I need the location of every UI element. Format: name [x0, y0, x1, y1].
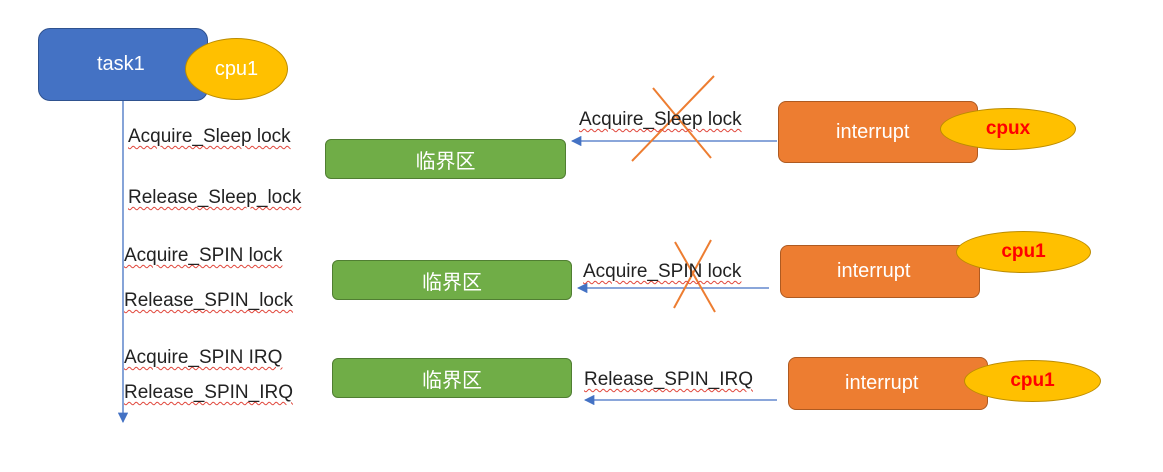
row-1-cpu-label: cpux — [985, 118, 1031, 139]
row-3-release-label: Release_SPIN_IRQ — [124, 382, 293, 403]
row-1-acquire-label: Acquire_Sleep lock — [128, 126, 291, 147]
row-3-arrow-label: Release_SPIN_IRQ — [584, 369, 753, 390]
row-2-acquire-label: Acquire_SPIN lock — [124, 245, 283, 266]
row-3-cpu-ellipse: cpu1 — [964, 360, 1101, 402]
row-3-acquire-label: Acquire_SPIN IRQ — [124, 347, 283, 368]
task-cpu-ellipse: cpu1 — [185, 38, 288, 100]
row-1-cpu-ellipse: cpux — [940, 108, 1076, 150]
row-2-critical-label: 临界区 — [422, 269, 482, 294]
task-label: task1 — [97, 53, 145, 75]
row-3-interrupt-label: interrupt — [845, 372, 919, 394]
row-1-critical-section: 临界区 — [325, 139, 566, 179]
row-2-cpu-ellipse: cpu1 — [956, 231, 1091, 273]
row-2-arrow-label: Acquire_SPIN lock — [583, 261, 742, 282]
task-box: task1 — [38, 28, 208, 101]
row-1-arrow-label: Acquire_Sleep lock — [579, 109, 742, 130]
row-2-critical-section: 临界区 — [332, 260, 572, 300]
row-1-interrupt-box: interrupt — [778, 101, 978, 163]
row-2-interrupt-box: interrupt — [780, 245, 980, 298]
row-1-critical-label: 临界区 — [415, 148, 476, 173]
row-1-block-cross — [631, 75, 715, 162]
row-3-interrupt-box: interrupt — [788, 357, 988, 410]
task-cpu-label: cpu1 — [214, 57, 259, 80]
row-3-critical-label: 临界区 — [422, 367, 482, 392]
row-2-block-cross — [673, 239, 716, 313]
row-1-interrupt-label: interrupt — [836, 120, 910, 143]
row-2-interrupt-label: interrupt — [837, 260, 911, 282]
row-1-release-label: Release_Sleep_lock — [128, 187, 302, 208]
row-3-cpu-label: cpu1 — [1010, 370, 1055, 391]
row-2-cpu-label: cpu1 — [1001, 241, 1046, 262]
row-2-release-label: Release_SPIN_lock — [124, 290, 293, 311]
row-3-critical-section: 临界区 — [332, 358, 572, 398]
